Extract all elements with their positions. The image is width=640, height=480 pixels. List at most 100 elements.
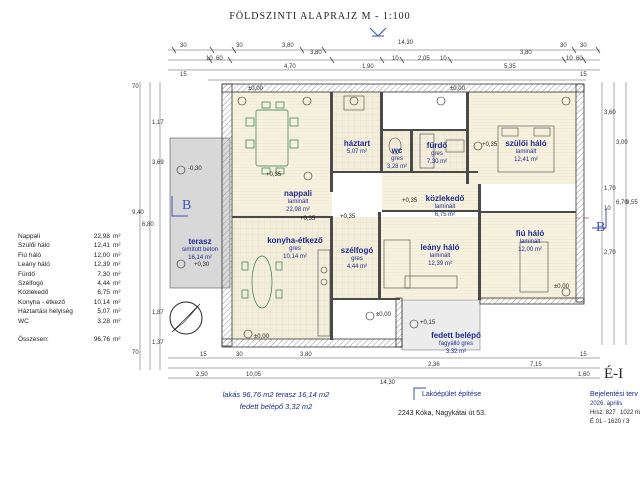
room-area: 3,32 m² xyxy=(445,349,467,355)
dim-bottom-2: 3,80 xyxy=(300,352,312,358)
floor-fiu xyxy=(480,212,576,300)
room-floor: fagyálló gres xyxy=(438,341,474,347)
room-name: fiú háló xyxy=(515,229,545,238)
area-name: WC xyxy=(18,317,29,325)
level-label: +0,35 xyxy=(300,216,316,222)
drawing-title: FÖLDSZINTI ALAPRAJZ M - 1:100 xyxy=(229,11,411,22)
area-unit: m² xyxy=(113,308,121,316)
dim-left-1: 70 xyxy=(132,84,139,90)
dim-top-r3-2: 15 xyxy=(580,72,587,78)
room-name: nappali xyxy=(283,189,312,198)
dim-right-7: 9,55 xyxy=(626,200,638,206)
bottom-dimension-lines xyxy=(168,357,600,379)
room-floor: laminált xyxy=(515,149,537,155)
dim-bottom-6: 15 xyxy=(580,352,587,358)
dim-top-r2-8: 5,35 xyxy=(504,64,516,70)
dim-bottom-4: 2,50 xyxy=(196,372,208,378)
furniture xyxy=(241,101,299,309)
sheet-number: É-I xyxy=(604,366,624,382)
room-area: 6,75 m² xyxy=(434,212,456,218)
dim-bottom-8: 7,15 xyxy=(530,362,542,368)
area-total-name: Összesen: xyxy=(18,336,49,344)
dim-left-6: 1,87 xyxy=(152,310,164,316)
room-area: 3,28 m² xyxy=(386,164,408,170)
fixtures xyxy=(317,95,555,337)
top-dimension-lines xyxy=(168,46,601,81)
area-name: Fiú háló xyxy=(18,251,42,259)
area-unit: m² xyxy=(113,261,121,269)
area-value: 10,14 xyxy=(93,298,110,306)
level-markers xyxy=(176,96,571,339)
dim-left-3: 3,69 xyxy=(152,160,164,166)
area-unit: m² xyxy=(113,270,121,278)
dim-right-3: 6,70 xyxy=(616,200,628,206)
area-value: 6,75 xyxy=(97,289,110,297)
level-label: -0,30 xyxy=(188,166,202,172)
room-kozlekedo: közlekedő laminált 6,75 m² xyxy=(416,195,474,219)
area-unit: m² xyxy=(113,233,121,240)
room-area: 5,07 m² xyxy=(346,149,368,155)
left-dimension-lines xyxy=(139,82,161,370)
floor-konyha xyxy=(232,217,332,339)
dim-top-r2-5: 10 xyxy=(392,56,399,62)
room-floor: gres xyxy=(431,151,443,157)
area-value: 12,41 xyxy=(93,242,110,250)
room-name: terasz xyxy=(188,237,212,246)
room-floor: laminált xyxy=(429,253,451,259)
summary-line-2: fedett belépő 3,32 m2 xyxy=(239,402,313,411)
dim-bottom-1: 15 xyxy=(200,352,207,358)
terrace-slab xyxy=(169,137,231,289)
plan-type: Bejelentési terv xyxy=(590,391,638,398)
floor-leany xyxy=(380,217,480,299)
level-label: ±0,00 xyxy=(554,284,569,290)
dim-bottom-3: 30 xyxy=(236,352,243,358)
dim-top-r2-1: 10 xyxy=(206,56,213,62)
inner-walls xyxy=(232,92,576,340)
dim-top-1: 30 xyxy=(180,43,187,49)
dim-top-r2-3: 4,70 xyxy=(284,64,296,70)
project-name: Lakóépület építése xyxy=(422,391,482,398)
dim-top-r2-4: 1,90 xyxy=(362,64,374,70)
dim-top-5: 14,30 xyxy=(398,40,414,46)
dim-left-5: 6,80 xyxy=(142,222,154,228)
dim-right-6: 3,00 xyxy=(616,140,628,146)
area-value: 4,44 xyxy=(97,280,110,288)
dim-top-r3-1: 15 xyxy=(180,72,187,78)
area-name: Szülői háló xyxy=(18,242,50,250)
area-value: 12,00 xyxy=(93,251,110,259)
room-floor: gres xyxy=(391,156,403,162)
area-name: Fürdő xyxy=(18,270,35,278)
room-area: 10,14 m² xyxy=(283,254,307,260)
floor-nappali xyxy=(232,92,332,217)
dim-right-5: 1,70 xyxy=(604,186,616,192)
room-area: 12,41 m² xyxy=(514,157,538,163)
room-floor: simított beton xyxy=(181,247,219,253)
room-area: 12,39 m² xyxy=(428,261,452,267)
floor-wc xyxy=(382,130,412,172)
area-name: Leány háló xyxy=(18,261,50,269)
project-address: 2243 Kóka, Nagykátai út 53. xyxy=(398,410,486,417)
summary-line-1: lakás 96,76 m2 terasz 16,14 m2 xyxy=(222,390,330,399)
level-label: +0,15 xyxy=(420,320,436,326)
area-value: 22,98 xyxy=(93,233,110,240)
room-fedett-belepo: fedett belépő fagyálló gres 3,32 m² xyxy=(420,332,492,356)
floor-szelfogo xyxy=(332,217,380,299)
room-name: wc xyxy=(391,146,403,155)
plot-number: Hrsz: 827 xyxy=(590,410,616,416)
room-fiu-halo: fiú háló laminált 12,00 m² xyxy=(500,230,560,254)
dim-top-r2-7: 10 xyxy=(440,56,447,62)
dim-top-4: 3,80 xyxy=(310,50,322,56)
area-name: Nappali xyxy=(18,233,41,240)
right-dimension-lines xyxy=(601,82,627,345)
room-name: szülői háló xyxy=(505,139,547,148)
room-leany-halo: leány háló laminált 12,39 m² xyxy=(410,244,470,268)
dim-bottom-9: 10,05 xyxy=(246,372,262,378)
dim-top-r2-2: 60 xyxy=(216,56,223,62)
walls xyxy=(221,83,585,348)
room-name: fedett belépő xyxy=(431,331,481,340)
